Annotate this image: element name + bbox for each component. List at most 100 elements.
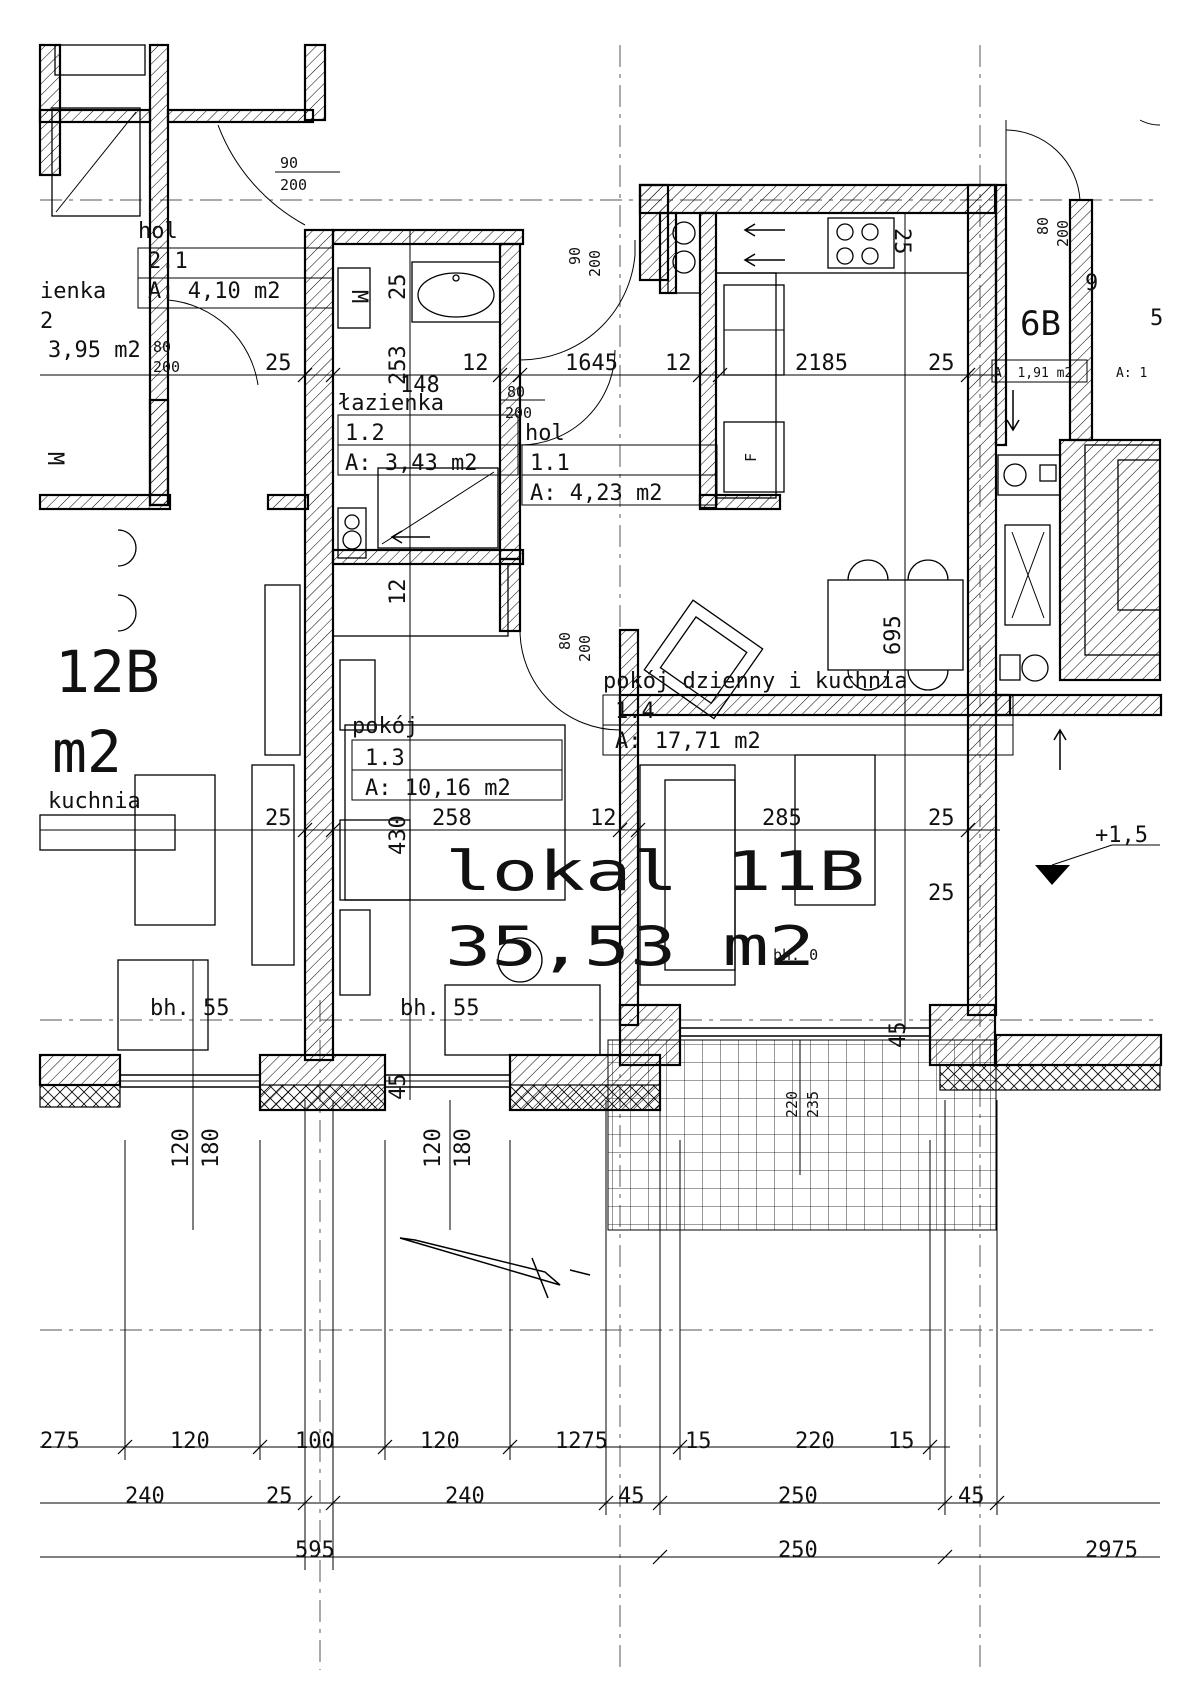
room-number-lazienka: 1.2 [345, 421, 385, 446]
balcony [607, 1039, 997, 1231]
svg-text:120: 120 [420, 1429, 460, 1454]
north-arrow-icon [399, 1237, 591, 1299]
neighbor-right-digit2: 5 [1150, 306, 1163, 331]
room-number-pokoj: 1.3 [365, 746, 405, 771]
wc-mark-icon: M [346, 290, 371, 303]
neighbor-left-bath-number: 2 [40, 309, 53, 334]
svg-text:45: 45 [386, 1074, 411, 1101]
svg-text:220: 220 [795, 1429, 835, 1454]
svg-text:45: 45 [958, 1484, 985, 1509]
svg-text:80: 80 [556, 632, 574, 650]
svg-text:430: 430 [386, 815, 411, 855]
svg-text:120: 120 [421, 1128, 446, 1168]
room-number-hol: 1.1 [530, 451, 570, 476]
room-area-lazienka: A: 3,43 m2 [345, 451, 477, 476]
svg-text:240: 240 [445, 1484, 485, 1509]
svg-text:200: 200 [586, 250, 604, 277]
neighbor-right-area2: A: 1 [1116, 366, 1147, 381]
sill-left: bh. 55 [150, 996, 229, 1021]
room-area-hol: A: 4,23 m2 [530, 481, 662, 506]
apartment-name: lokal 11B [445, 840, 865, 903]
svg-text:12: 12 [462, 351, 489, 376]
svg-text:1275: 1275 [555, 1429, 608, 1454]
apartment-area: 35,53 m2 [445, 915, 815, 978]
svg-text:1645: 1645 [565, 351, 618, 376]
svg-text:25: 25 [265, 806, 292, 831]
svg-text:12: 12 [590, 806, 617, 831]
svg-text:15: 15 [888, 1429, 915, 1454]
svg-text:45: 45 [886, 1022, 911, 1049]
neighbor-right-digit: 9 [1085, 271, 1098, 296]
svg-text:2185: 2185 [795, 351, 848, 376]
room-tag-frames [137, 247, 1088, 801]
door-swings [167, 119, 1161, 731]
windows [119, 1027, 931, 1088]
svg-text:595: 595 [295, 1538, 335, 1563]
neighbor-left-bath: ienka [40, 279, 106, 304]
svg-text:240: 240 [125, 1484, 165, 1509]
neighbor-left-bath-area: 3,95 m2 [48, 338, 141, 363]
svg-text:275: 275 [40, 1429, 80, 1454]
svg-text:235: 235 [804, 1091, 822, 1118]
svg-text:80: 80 [153, 338, 171, 356]
svg-text:80: 80 [507, 383, 525, 401]
svg-text:90: 90 [566, 247, 584, 265]
svg-text:100: 100 [295, 1429, 335, 1454]
room-name-hol: hol [525, 421, 565, 446]
svg-text:250: 250 [778, 1538, 818, 1563]
sill-center: bh. 55 [400, 996, 479, 1021]
svg-text:12: 12 [386, 579, 411, 606]
neighbor-right-elevation: +1,5 [1095, 823, 1148, 848]
wc-mark-left-icon: M [42, 452, 67, 465]
svg-text:25: 25 [928, 881, 955, 906]
svg-text:80: 80 [1034, 217, 1052, 235]
sill-balcony: bh. 0 [773, 946, 818, 964]
svg-text:12: 12 [665, 351, 692, 376]
dimension-lines [40, 213, 1160, 1570]
neighbor-right-area: A: 1,91 m2 [994, 366, 1072, 381]
svg-text:45: 45 [618, 1484, 645, 1509]
airflow-arrow-icons [390, 223, 1067, 770]
svg-text:180: 180 [199, 1128, 224, 1168]
svg-text:25: 25 [889, 228, 914, 255]
svg-text:25: 25 [928, 806, 955, 831]
neighbor-left-hol-area: A: 4,10 m2 [148, 279, 280, 304]
svg-text:250: 250 [778, 1484, 818, 1509]
room-area-pokoj: A: 10,16 m2 [365, 776, 511, 801]
svg-text:2975: 2975 [1085, 1538, 1138, 1563]
neighbor-left-area: m2 [52, 718, 122, 786]
room-name-living: pokój dzienny i kuchnia [603, 669, 908, 694]
svg-text:25: 25 [265, 351, 292, 376]
svg-text:285: 285 [762, 806, 802, 831]
svg-text:695: 695 [881, 615, 906, 655]
svg-text:120: 120 [169, 1128, 194, 1168]
svg-text:200: 200 [153, 358, 180, 376]
dimension-row-1: 275 120 100 120 1275 15 220 15 [40, 1429, 915, 1454]
svg-text:258: 258 [432, 806, 472, 831]
svg-text:120: 120 [170, 1429, 210, 1454]
elevation-marker-icon [1035, 844, 1160, 885]
svg-text:180: 180 [451, 1128, 476, 1168]
svg-text:25: 25 [266, 1484, 293, 1509]
neighbor-right-name: 6B [1020, 304, 1061, 344]
svg-text:148: 148 [400, 373, 440, 398]
room-name-pokoj: pokój [352, 714, 418, 739]
neighbor-left-hol: hol [138, 219, 178, 244]
fridge-mark-icon: F [742, 453, 760, 462]
dimension-row-2: 240 25 240 45 250 45 [125, 1484, 985, 1509]
neighbor-left-kitchen: kuchnia [48, 789, 141, 814]
svg-text:90: 90 [280, 154, 298, 172]
room-name-lazienka: łazienka [338, 391, 444, 416]
dimension-row-3: 595 250 2975 [295, 1538, 1138, 1563]
svg-text:25: 25 [928, 351, 955, 376]
svg-text:253: 253 [386, 345, 411, 385]
room-number-living: 1.4 [615, 699, 655, 724]
svg-text:25: 25 [386, 274, 411, 301]
room-area-living: A: 17,71 m2 [615, 729, 761, 754]
svg-text:200: 200 [1054, 220, 1072, 247]
walls [38, 43, 1163, 1112]
svg-text:200: 200 [280, 176, 307, 194]
fixtures [39, 44, 1161, 1056]
svg-text:200: 200 [505, 404, 532, 422]
